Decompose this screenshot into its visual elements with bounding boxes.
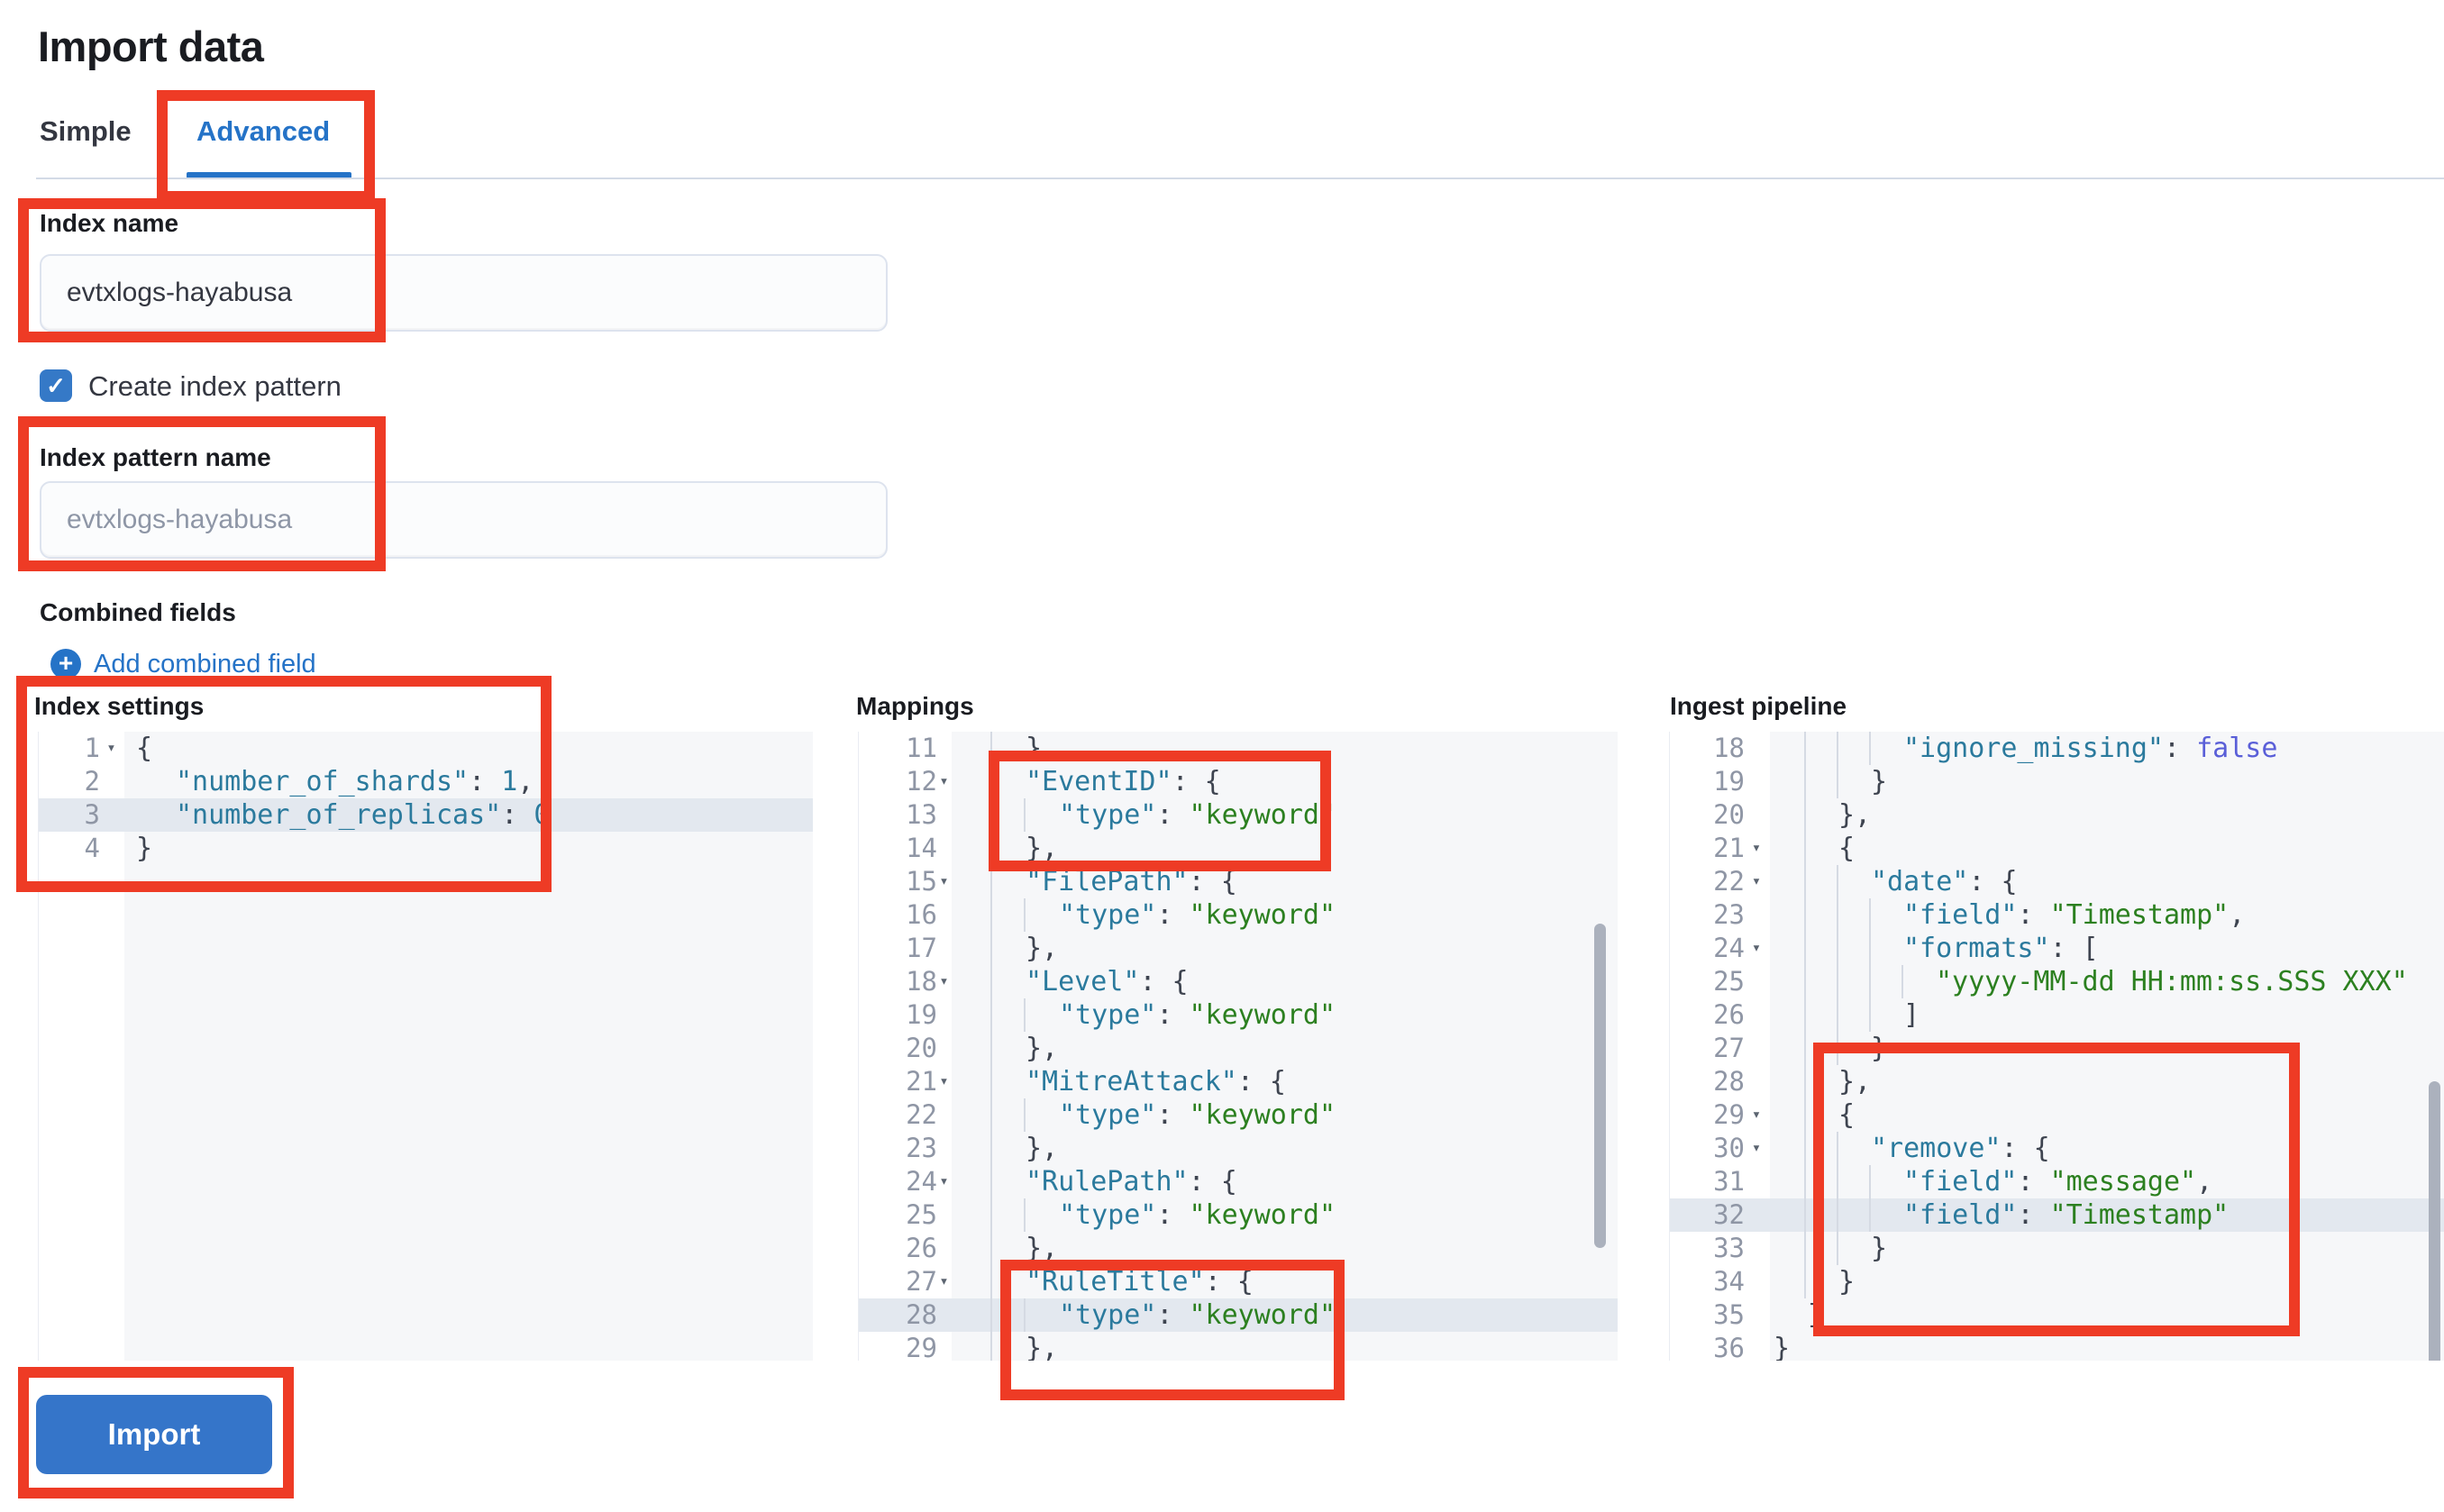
- gutter: [39, 732, 124, 1361]
- index-name-input[interactable]: [40, 254, 888, 332]
- add-combined-field-text: Add combined field: [94, 649, 316, 679]
- gutter: [859, 732, 952, 1361]
- tab-simple[interactable]: Simple: [40, 115, 132, 147]
- code-lines: 11},12▾"EventID": {13"type": "keyword"14…: [859, 732, 1618, 1361]
- combined-fields-label: Combined fields: [40, 598, 236, 626]
- gutter: [1670, 732, 1770, 1361]
- tabs-divider: [36, 178, 2444, 179]
- page-title: Import data: [38, 23, 264, 70]
- index-pattern-name-input[interactable]: [40, 481, 888, 559]
- mappings-scrollbar-thumb[interactable]: [1594, 924, 1606, 1248]
- checkmark-icon: ✓: [46, 372, 66, 399]
- create-index-pattern-label: Create index pattern: [88, 370, 342, 402]
- ingest-scrollbar-thumb[interactable]: [2429, 1081, 2440, 1361]
- ingest-pipeline-label: Ingest pipeline: [1670, 692, 1847, 720]
- index-settings-editor[interactable]: 1▾{2"number_of_shards": 1,3"number_of_re…: [38, 732, 813, 1361]
- add-combined-field-link[interactable]: + Add combined field: [50, 649, 316, 679]
- index-name-label: Index name: [40, 209, 179, 237]
- create-index-pattern-checkbox[interactable]: ✓: [40, 369, 72, 402]
- import-button[interactable]: Import: [36, 1395, 272, 1474]
- code-lines: 1▾{2"number_of_shards": 1,3"number_of_re…: [39, 732, 813, 865]
- tab-advanced[interactable]: Advanced: [196, 115, 331, 147]
- index-settings-label: Index settings: [34, 692, 205, 720]
- plus-in-circle-icon: +: [50, 649, 81, 679]
- index-pattern-name-label: Index pattern name: [40, 443, 271, 471]
- mappings-editor[interactable]: 11},12▾"EventID": {13"type": "keyword"14…: [858, 732, 1618, 1361]
- mappings-label: Mappings: [856, 692, 974, 720]
- active-tab-underline: [187, 172, 351, 178]
